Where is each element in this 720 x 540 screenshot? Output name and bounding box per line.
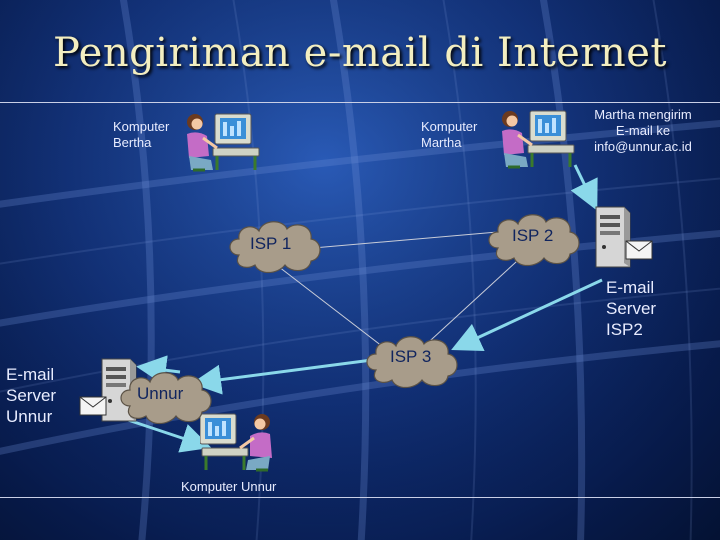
slide-title: Pengiriman e-mail di Internet — [53, 30, 667, 76]
arrow-isp3-to-unnur — [191, 358, 373, 395]
isp1-label: ISP 1 — [250, 234, 292, 253]
isp3-label: ISP 3 — [390, 347, 432, 366]
unnur-cloud-icon — [120, 372, 212, 425]
computer-bertha-icon — [187, 113, 260, 172]
label-server-unnur: E-mail Server Unnur — [6, 365, 57, 426]
label-komputer-bertha: Komputer Bertha — [113, 119, 170, 150]
isp2-cloud-icon — [488, 214, 580, 267]
link-isp1-isp3 — [269, 259, 401, 361]
computer-martha-icon — [502, 110, 575, 169]
isp1-cloud-icon — [229, 221, 321, 274]
arrow-martha-to-server-isp2 — [570, 164, 598, 211]
server-isp2-icon — [595, 206, 653, 268]
isp3-cloud-icon — [366, 336, 458, 389]
bottom-divider — [0, 497, 720, 498]
arrow-unnur-to-server — [136, 355, 181, 386]
isp2-label: ISP 2 — [512, 226, 554, 245]
computer-unnur-icon — [200, 413, 272, 472]
arrow-unnur-to-komputer-unnur — [127, 418, 212, 453]
arrow-server-isp2-to-isp3 — [451, 278, 603, 352]
label-martha-note: Martha mengirim E-mail ke info@unnur.ac.… — [594, 107, 692, 154]
label-komputer-martha: Komputer Martha — [421, 119, 478, 150]
label-server-isp2: E-mail Server ISP2 — [606, 278, 657, 339]
title-divider — [0, 102, 720, 103]
link-isp1-isp2 — [289, 229, 521, 251]
unnur-label: Unnur — [137, 384, 184, 403]
label-komputer-unnur: Komputer Unnur — [181, 479, 277, 494]
